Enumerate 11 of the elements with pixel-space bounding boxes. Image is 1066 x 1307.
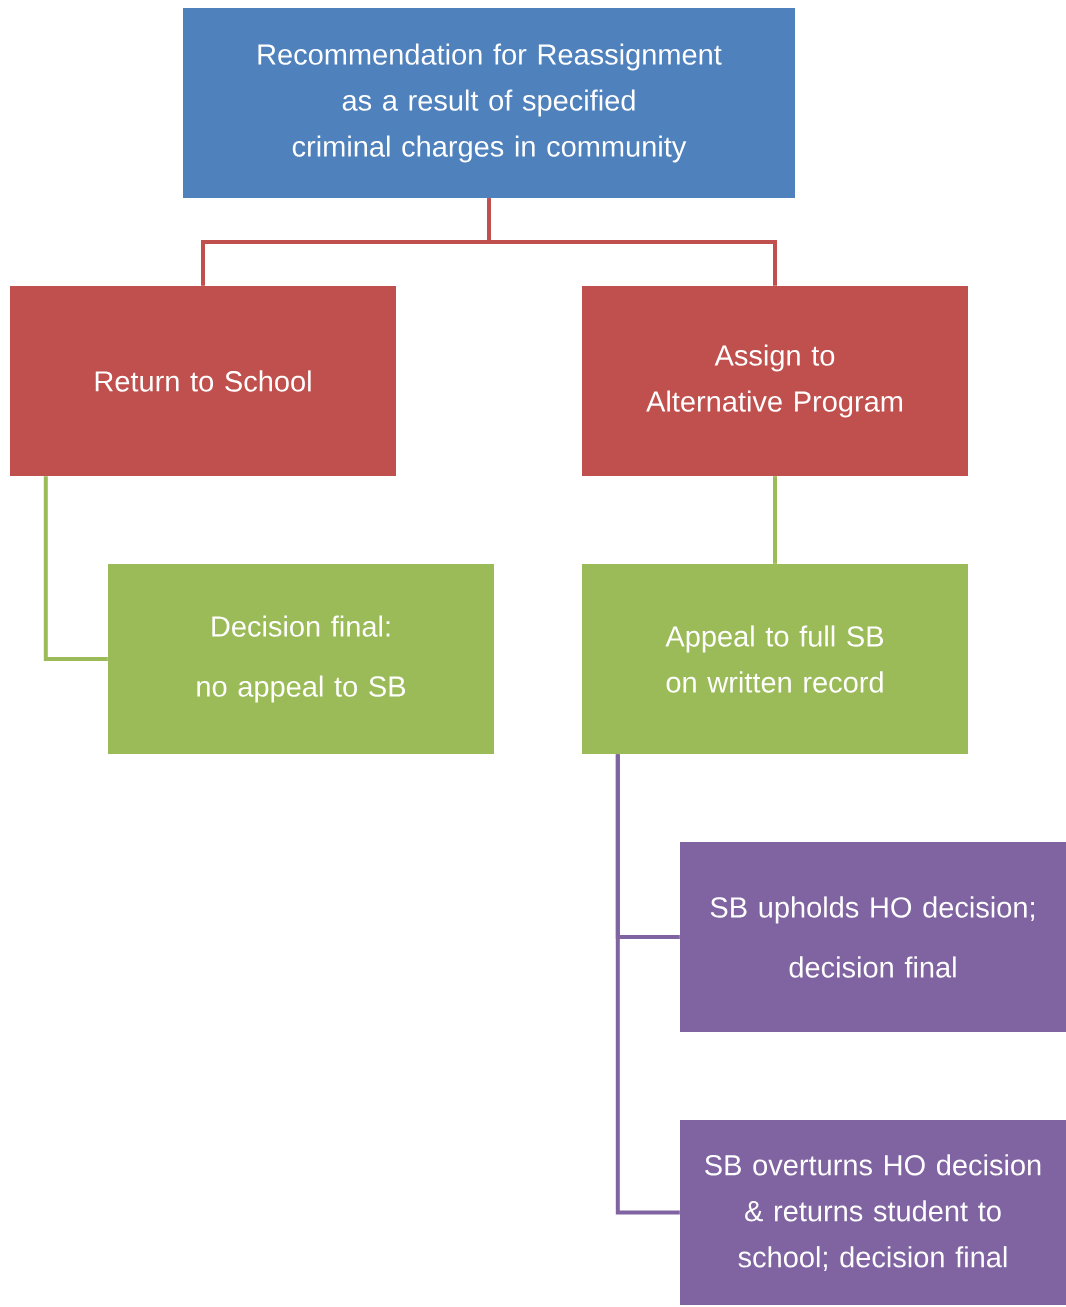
process-box: Return to School xyxy=(10,286,396,476)
connector-line xyxy=(773,476,777,564)
connector-line xyxy=(615,754,680,1215)
process-box: SB upholds HO decision; decision final xyxy=(680,842,1066,1032)
connector-line xyxy=(487,198,777,286)
process-box: SB overturns HO decision & returns student to school; decision final xyxy=(680,1120,1066,1305)
process-box: Assign to Alternative Program xyxy=(582,286,968,476)
process-box: Recommendation for Reassignment as a result of specified criminal charges in community xyxy=(183,8,795,198)
connector-line xyxy=(43,476,108,661)
process-box: Decision final: no appeal to SB xyxy=(108,564,494,754)
process-box: Appeal to full SB on written record xyxy=(582,564,968,754)
